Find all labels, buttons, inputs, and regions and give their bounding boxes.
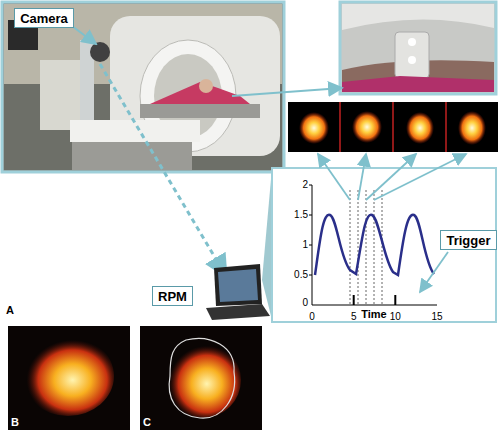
axis-tick: 1 bbox=[302, 240, 308, 250]
image-c bbox=[140, 326, 262, 430]
chart-panel bbox=[272, 168, 496, 322]
trigger-arrow bbox=[420, 252, 448, 292]
scanner-photo bbox=[2, 2, 284, 172]
axis-tick: 2 bbox=[302, 180, 308, 190]
leader-line bbox=[232, 88, 342, 96]
camera-leader bbox=[72, 26, 96, 44]
label-text: RPM bbox=[158, 289, 187, 304]
axis-title: Time bbox=[361, 309, 386, 320]
axis-tick: 0 bbox=[302, 298, 308, 308]
label-text: Camera bbox=[20, 11, 68, 26]
image-b bbox=[8, 326, 130, 430]
signal-link bbox=[100, 64, 226, 276]
respiratory-chart bbox=[309, 185, 437, 305]
axis-tick: 0 bbox=[309, 312, 315, 322]
axis-tick: 5 bbox=[351, 312, 357, 322]
axis-tick: 10 bbox=[390, 312, 401, 322]
panel-letter: B bbox=[11, 417, 19, 428]
axis-tick: 1.5 bbox=[294, 210, 308, 220]
trigger-label: Trigger bbox=[440, 230, 497, 250]
label-text: Trigger bbox=[446, 233, 490, 248]
axis-tick: 15 bbox=[431, 312, 442, 322]
gated-images bbox=[288, 102, 498, 152]
panel-letter: C bbox=[143, 417, 151, 428]
screen-fan bbox=[262, 168, 272, 320]
marker-inset bbox=[340, 2, 496, 94]
camera-label: Camera bbox=[14, 8, 74, 28]
gate-arrows bbox=[318, 154, 466, 200]
rpm-label: RPM bbox=[152, 286, 193, 306]
laptop-icon bbox=[206, 264, 270, 320]
panel-letter: A bbox=[6, 305, 14, 316]
axis-tick: 0.5 bbox=[294, 270, 308, 280]
